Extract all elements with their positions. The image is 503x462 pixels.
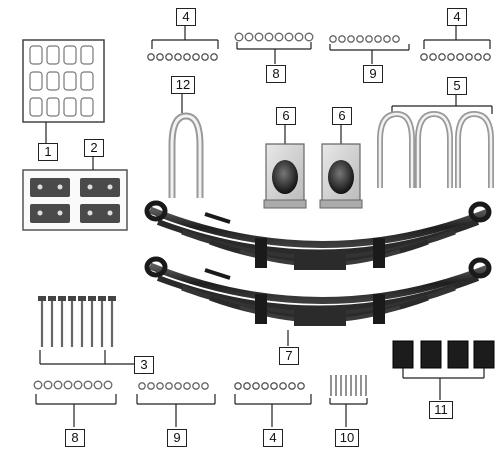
part-8-washers-bottom (34, 381, 116, 427)
part-9-nuts-bottom (137, 383, 215, 427)
callout-1: 1 (38, 143, 58, 161)
callout-3: 3 (134, 356, 154, 374)
part-9-nuts-top (330, 36, 409, 64)
part-2-shim-plates (23, 155, 127, 230)
callout-4-bottom: 4 (263, 429, 283, 447)
part-11-pads (393, 341, 494, 400)
part-4-washers-top-right (421, 26, 490, 60)
callout-11: 11 (429, 401, 453, 419)
callout-12: 12 (171, 76, 195, 94)
part-1-grid-pad (23, 40, 104, 143)
part-6-bump-stop-left (264, 125, 306, 208)
callout-2: 2 (84, 139, 104, 157)
part-10-pins (330, 375, 367, 427)
callout-4-top-left: 4 (176, 8, 196, 26)
part-4-washers-top-left (148, 26, 218, 60)
part-7-leaf-spring-upper (147, 203, 489, 270)
callout-10: 10 (335, 429, 359, 447)
callout-7: 7 (279, 347, 299, 365)
callout-8-bottom: 8 (65, 429, 85, 447)
callout-6-right: 6 (332, 107, 352, 125)
callout-9-bottom: 9 (167, 429, 187, 447)
part-6-bump-stop-right (320, 125, 362, 208)
callout-9-top: 9 (363, 65, 383, 83)
part-5-u-bolts (380, 94, 492, 188)
part-8-washers-top (235, 33, 313, 64)
callout-4-top-right: 4 (447, 8, 467, 26)
part-12-u-bolt (172, 93, 200, 198)
part-3-center-bolts (38, 296, 135, 364)
callout-5: 5 (447, 77, 467, 95)
part-7-leaf-spring-lower (147, 259, 489, 346)
callout-8-top: 8 (266, 65, 286, 83)
callout-6-left: 6 (276, 107, 296, 125)
part-4-washers-bottom (235, 383, 311, 427)
